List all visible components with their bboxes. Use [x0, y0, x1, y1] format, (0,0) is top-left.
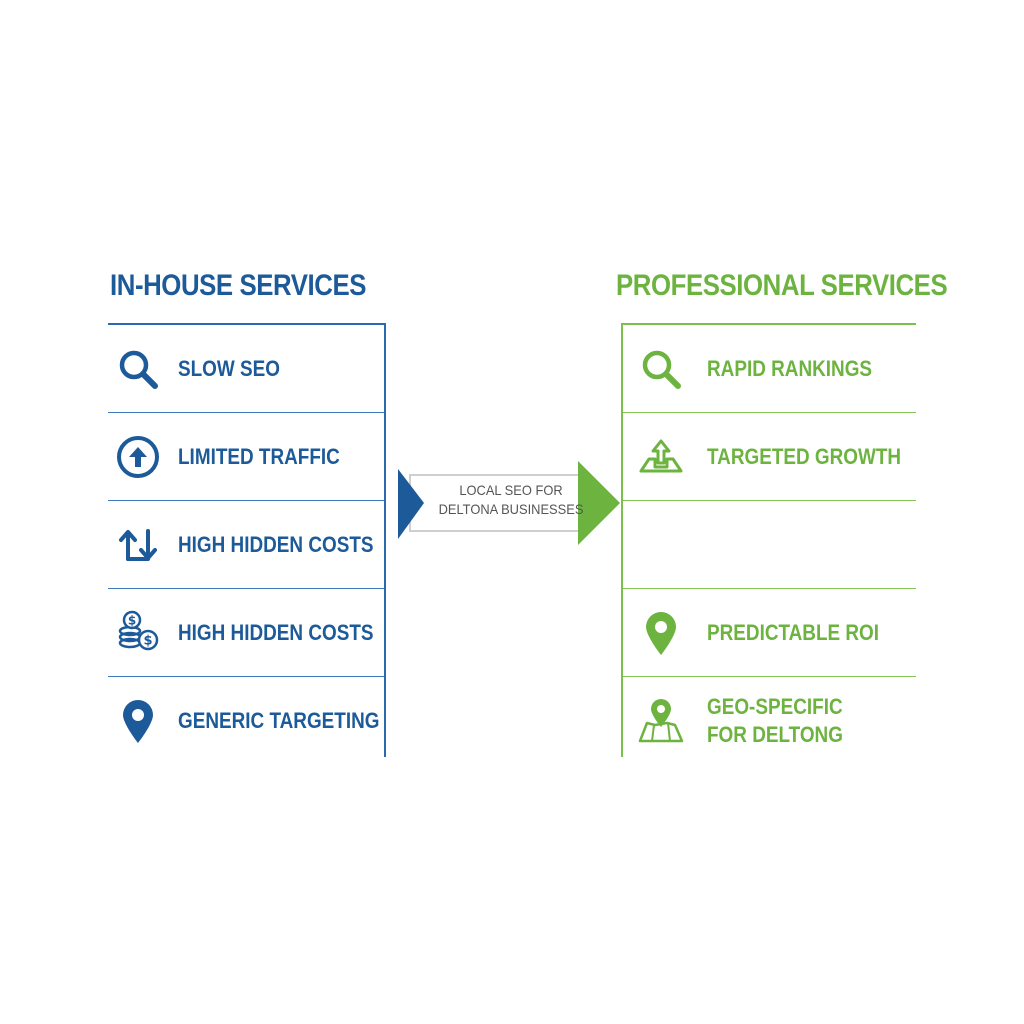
- list-item: LIMITED TRAFFIC: [108, 413, 384, 501]
- center-arrow: LOCAL SEO FOR DELTONA BUSINESSES: [398, 461, 622, 545]
- center-label: LOCAL SEO FOR DELTONA BUSINESSES: [431, 481, 591, 519]
- item-label: RAPID RANKINGS: [707, 355, 873, 381]
- up-down-arrows-icon: [114, 521, 162, 569]
- list-item: HIGH HIDDEN COSTS: [108, 501, 384, 589]
- item-label: HIGH HIDDEN COSTS: [178, 531, 374, 557]
- item-label: SLOW SEO: [178, 355, 280, 381]
- arrow-up-circle-icon: [114, 433, 162, 481]
- list-item-empty: [623, 501, 916, 589]
- map-pin-icon: [637, 609, 685, 657]
- list-item: PREDICTABLE ROI: [623, 589, 916, 677]
- coins-icon: $$: [114, 609, 162, 657]
- map-pin-icon: [114, 697, 162, 745]
- list-item: RAPID RANKINGS: [623, 325, 916, 413]
- svg-text:$: $: [143, 633, 152, 648]
- item-label: LIMITED TRAFFIC: [178, 443, 340, 469]
- list-item: GEO-SPECIFIC FOR DELTONG: [623, 677, 916, 765]
- list-item: TARGETED GROWTH: [623, 413, 916, 501]
- list-item: $$ HIGH HIDDEN COSTS: [108, 589, 384, 677]
- svg-text:$: $: [128, 613, 136, 627]
- map-location-icon: [637, 697, 685, 745]
- search-icon: [114, 345, 162, 393]
- professional-title: PROFESSIONAL SERVICES: [616, 269, 948, 302]
- list-item: SLOW SEO: [108, 325, 384, 413]
- in-house-title: IN-HOUSE SERVICES: [110, 269, 367, 302]
- item-label: TARGETED GROWTH: [707, 443, 902, 469]
- growth-arrow-icon: [637, 433, 685, 481]
- item-label: GENERIC TARGETING: [178, 708, 380, 733]
- item-label: PREDICTABLE ROI: [707, 619, 880, 645]
- center-label-line2: DELTONA BUSINESSES: [438, 501, 584, 517]
- professional-list: RAPID RANKINGS TARGETED GROWTH PREDICTAB…: [621, 323, 916, 757]
- item-label: GEO-SPECIFIC FOR DELTONG: [707, 694, 843, 747]
- in-house-list: SLOW SEO LIMITED TRAFFIC HIGH HIDDEN COS…: [108, 323, 386, 757]
- item-label: HIGH HIDDEN COSTS: [178, 619, 374, 645]
- center-label-line1: LOCAL SEO FOR: [459, 482, 563, 498]
- list-item: GENERIC TARGETING: [108, 677, 384, 765]
- search-icon: [637, 345, 685, 393]
